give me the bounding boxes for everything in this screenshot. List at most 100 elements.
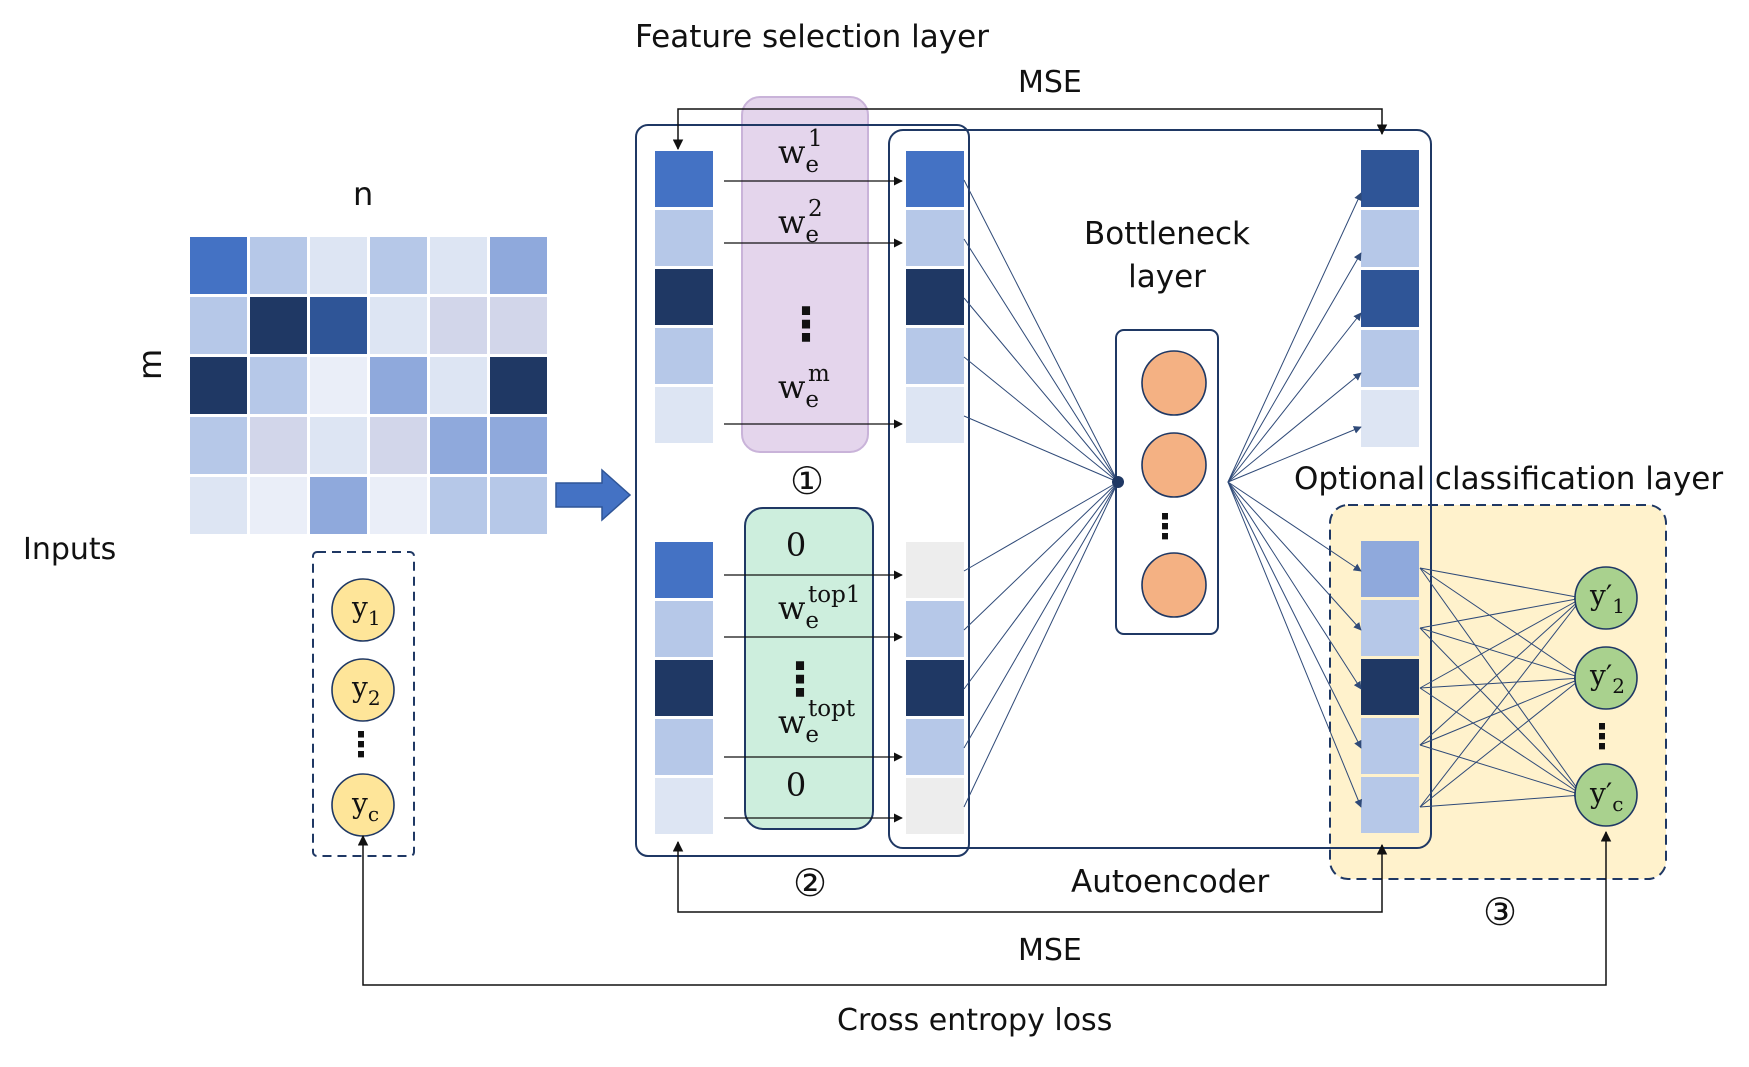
encoder-edge — [963, 238, 1119, 483]
labels-box — [312, 551, 415, 857]
feature-cell — [906, 601, 964, 657]
matrix-cell — [490, 477, 547, 534]
weights-top-ellipsis: ⋮ — [783, 297, 829, 351]
encoder-edge — [963, 481, 1119, 631]
input-arrow — [555, 468, 632, 522]
matrix-cell — [190, 477, 247, 534]
decoder-edge — [1227, 312, 1362, 483]
feature-cell — [1361, 777, 1419, 833]
classifier-edge — [1419, 597, 1583, 808]
feature-cell — [655, 269, 713, 325]
classifier-edge — [1419, 567, 1583, 679]
feature-cell — [655, 542, 713, 598]
matrix-cell — [190, 237, 247, 294]
matrix-cell — [370, 237, 427, 294]
classifier-edge — [1419, 595, 1583, 629]
selected-features-bottom — [906, 542, 964, 834]
cross-entropy-path — [357, 830, 1612, 986]
weights-bottom-ellipsis: ⋮ — [777, 652, 823, 706]
encoder-edge — [963, 297, 1119, 483]
feature-cell — [655, 719, 713, 775]
classifier-edge — [1419, 674, 1583, 689]
classifier-edge — [1419, 677, 1583, 746]
matrix-cell — [430, 237, 487, 294]
matrix-cell — [370, 477, 427, 534]
matrix-cell — [310, 357, 367, 414]
weight-label: wetopt — [778, 696, 856, 748]
classifier-input-features — [1361, 541, 1419, 833]
matrix-cell — [430, 477, 487, 534]
encoder-edge — [963, 481, 1119, 572]
selected-features-top — [906, 151, 964, 443]
bottleneck-node — [1141, 350, 1207, 416]
prediction-node-text: y′2 — [1589, 659, 1625, 698]
classifier-edge — [1419, 791, 1583, 808]
label-node — [331, 658, 395, 722]
feature-cell — [1361, 210, 1419, 267]
feature-cell — [1361, 330, 1419, 387]
prediction-node — [1574, 566, 1638, 630]
matrix-cell — [370, 417, 427, 474]
bottleneck-node — [1141, 432, 1207, 498]
matrix-cell — [490, 357, 547, 414]
matrix-cell — [250, 297, 307, 354]
feature-cell — [655, 660, 713, 716]
feature-selection-weights-top — [741, 96, 869, 453]
matrix-cell — [250, 357, 307, 414]
label-node-text: yc — [351, 787, 379, 826]
matrix-cell — [310, 417, 367, 474]
step-2-marker: ② — [793, 861, 827, 905]
feature-cell — [1361, 600, 1419, 656]
matrix-cell — [430, 357, 487, 414]
feature-cell — [1361, 390, 1419, 447]
feature-cell — [906, 151, 964, 207]
matrix-cell — [490, 297, 547, 354]
matrix-cell — [370, 357, 427, 414]
predictions-ellipsis: ⋮ — [1585, 717, 1619, 757]
feature-cell — [655, 778, 713, 834]
matrix-cols-label: n — [353, 175, 373, 213]
classifier-edge — [1419, 687, 1583, 796]
matrix-cell — [310, 297, 367, 354]
mse-bottom-path — [672, 840, 1388, 913]
decoder-edge — [1227, 252, 1362, 483]
encoder-edge — [963, 356, 1119, 483]
decoder-edge — [1227, 372, 1362, 483]
step-3-marker: ③ — [1483, 890, 1517, 934]
classifier-edge — [1419, 567, 1583, 796]
weight-label-zero: 0 — [786, 766, 806, 804]
feature-cell — [906, 778, 964, 834]
matrix-rows-label: m — [131, 349, 169, 380]
cross-entropy-label: Cross entropy loss — [837, 1003, 1112, 1038]
matrix-cell — [430, 417, 487, 474]
bottleneck-ellipsis: ⋮ — [1148, 507, 1182, 547]
optional-classification-label: Optional classification layer — [1294, 461, 1723, 497]
classifier-edge — [1419, 567, 1583, 601]
feature-cell — [906, 328, 964, 384]
decoder-edge — [1227, 481, 1362, 808]
classifier-edge — [1419, 627, 1583, 680]
feature-cell — [906, 542, 964, 598]
label-node-text: y1 — [351, 591, 381, 630]
mse-bottom-label: MSE — [1018, 933, 1082, 968]
decoder-edge — [1227, 192, 1362, 483]
reconstructed-features — [1361, 150, 1419, 447]
matrix-cell — [190, 357, 247, 414]
prediction-node — [1574, 646, 1638, 710]
decoder-edge — [1227, 481, 1362, 631]
encoder-edge — [963, 179, 1119, 483]
classifier-edge — [1419, 677, 1583, 808]
decoder-edge — [1227, 481, 1362, 749]
autoencoder-label: Autoencoder — [1071, 864, 1269, 900]
feature-cell — [1361, 659, 1419, 715]
matrix-cell — [370, 297, 427, 354]
matrix-cell — [490, 417, 547, 474]
feature-cell — [906, 210, 964, 266]
feature-cell — [906, 660, 964, 716]
encoder-edge — [963, 481, 1119, 690]
encoder-junction — [1112, 476, 1124, 488]
feature-cell — [655, 210, 713, 266]
weight-label: wetop1 — [778, 582, 860, 634]
input-features-bottom — [655, 542, 713, 834]
